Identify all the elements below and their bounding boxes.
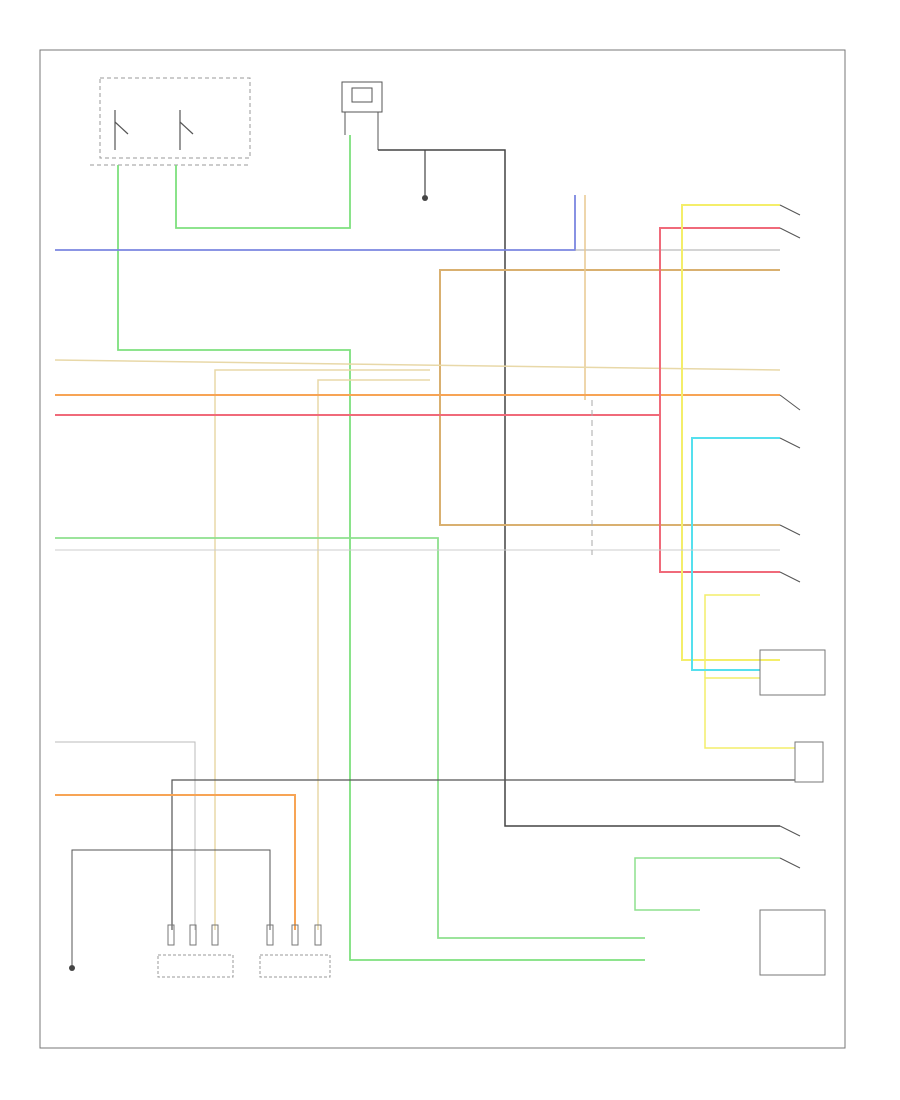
right-module-box-2: [794, 741, 824, 783]
ground-point: [422, 195, 428, 201]
tan-wire-loop: [439, 269, 780, 526]
yellow-wire: [681, 204, 780, 661]
right-switches: [779, 204, 801, 869]
ground-bottom-left: [69, 940, 75, 971]
blue-wire: [55, 195, 576, 251]
yellow-wire-mid: [704, 594, 760, 678]
green-wire-bottom-right: [634, 857, 780, 911]
light-green-wire-left: [117, 165, 645, 961]
gray-wire-bottom: [55, 741, 196, 930]
green-wire-middle: [55, 537, 645, 939]
top-left-switch-assembly: [90, 77, 251, 166]
right-module-box-1: [759, 649, 826, 696]
tan-light-wire-1: [54, 359, 781, 371]
pink-wire-right: [659, 227, 780, 573]
orange-wire-bottom: [55, 794, 296, 930]
tan-light-wire-3: [317, 379, 430, 930]
bottom-connector-left: [157, 924, 234, 978]
black-wire-main: [378, 149, 780, 827]
black-wire-bottom-2: [71, 849, 172, 940]
cyan-wire: [691, 437, 780, 671]
diagram-frame: [39, 49, 846, 1049]
light-green-wire-top: [175, 135, 351, 229]
black-wire-bottom-3: [172, 849, 271, 930]
bottom-connector-right: [259, 924, 331, 978]
yellow-wire-lower: [704, 677, 795, 749]
right-module-box-3: [759, 909, 826, 976]
black-wire-bottom: [171, 779, 795, 930]
tan-light-wire-2: [214, 369, 430, 930]
top-middle-relay: [341, 81, 383, 150]
